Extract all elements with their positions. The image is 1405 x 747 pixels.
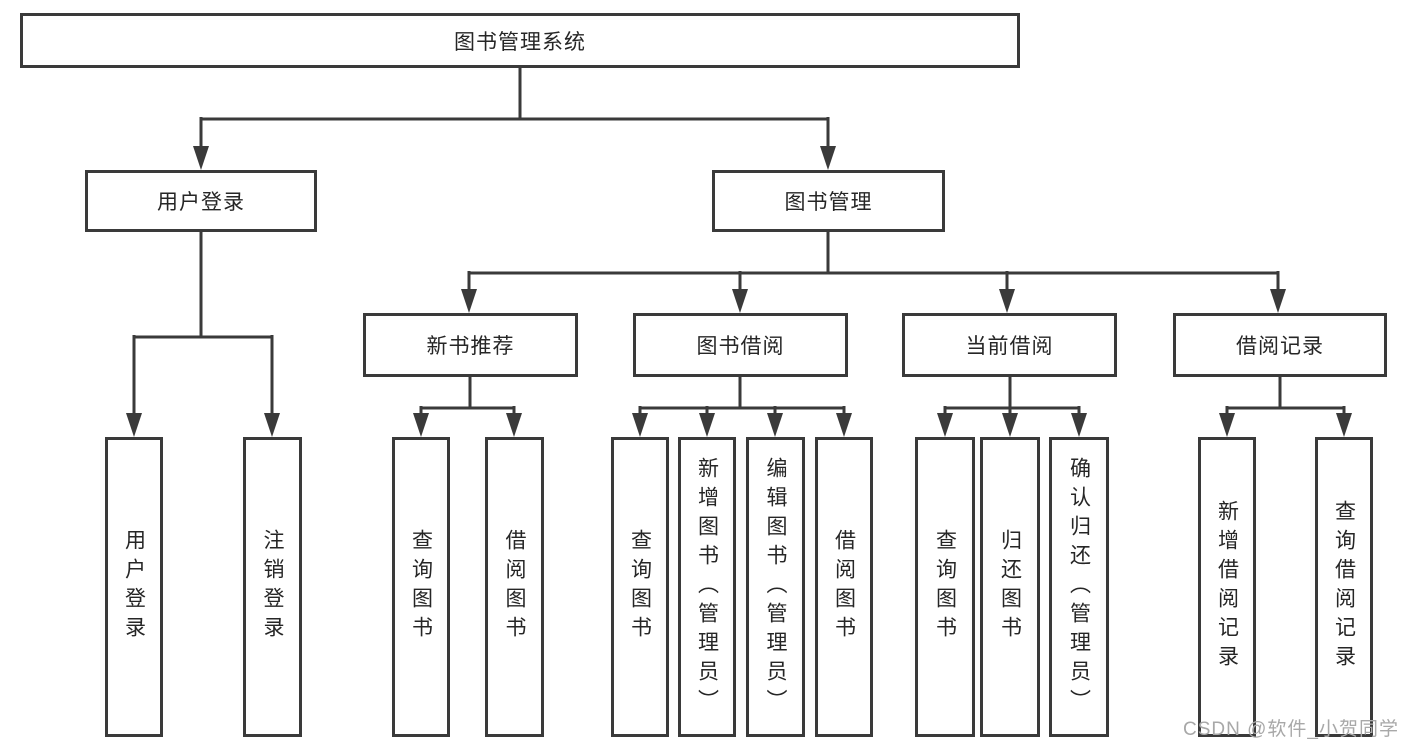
node-book-management: 图书管理 <box>712 170 945 232</box>
leaf-add-books-admin: 新增图书（管理员） <box>678 437 736 737</box>
arrowhead <box>632 413 648 437</box>
arrowhead <box>937 413 953 437</box>
arrowhead <box>767 413 783 437</box>
leaf-query-books-borrowing: 查询图书 <box>611 437 669 737</box>
arrowhead <box>461 289 477 313</box>
node-current-borrowing: 当前借阅 <box>902 313 1117 377</box>
connector-root-to-level2 <box>199 68 830 148</box>
leaf-query-borrow-record: 查询借阅记录 <box>1315 437 1373 737</box>
arrowhead <box>264 413 280 437</box>
arrowhead <box>193 146 209 170</box>
node-book-borrowing: 图书借阅 <box>633 313 848 377</box>
node-new-book-recommend: 新书推荐 <box>363 313 578 377</box>
arrowhead <box>1270 289 1286 313</box>
connector-current-to-leaves <box>943 377 1081 415</box>
csdn-watermark: CSDN @软件_小贺同学 <box>1183 719 1399 740</box>
arrowhead <box>699 413 715 437</box>
arrowhead <box>1071 413 1087 437</box>
leaf-user-login: 用户登录 <box>105 437 163 737</box>
connector-new-books-to-leaves <box>419 377 516 415</box>
node-user-login: 用户登录 <box>85 170 317 232</box>
node-borrowing-records: 借阅记录 <box>1173 313 1387 377</box>
leaf-logout: 注销登录 <box>243 437 302 737</box>
arrowhead <box>732 289 748 313</box>
connector-user-login-to-leaves <box>132 232 274 415</box>
leaf-query-books-recommend: 查询图书 <box>392 437 450 737</box>
arrowhead <box>413 413 429 437</box>
leaf-query-books-current: 查询图书 <box>915 437 975 737</box>
arrowhead <box>820 146 836 170</box>
leaf-confirm-return-admin: 确认归还（管理员） <box>1049 437 1109 737</box>
leaf-return-books: 归还图书 <box>980 437 1040 737</box>
connector-records-to-leaves <box>1225 377 1346 415</box>
leaf-borrow-books: 借阅图书 <box>815 437 873 737</box>
leaf-add-borrow-record: 新增借阅记录 <box>1198 437 1256 737</box>
leaf-borrow-books-recommend: 借阅图书 <box>485 437 544 737</box>
connector-borrowing-to-leaves <box>638 377 846 415</box>
arrowhead <box>999 289 1015 313</box>
arrowhead <box>1002 413 1018 437</box>
arrowhead <box>1336 413 1352 437</box>
arrowhead <box>506 413 522 437</box>
node-root-system: 图书管理系统 <box>20 13 1020 68</box>
connector-book-mgmt-to-level3 <box>467 232 1280 291</box>
arrowhead <box>1219 413 1235 437</box>
arrowhead <box>836 413 852 437</box>
leaf-edit-books-admin: 编辑图书（管理员） <box>746 437 805 737</box>
arrowhead <box>126 413 142 437</box>
